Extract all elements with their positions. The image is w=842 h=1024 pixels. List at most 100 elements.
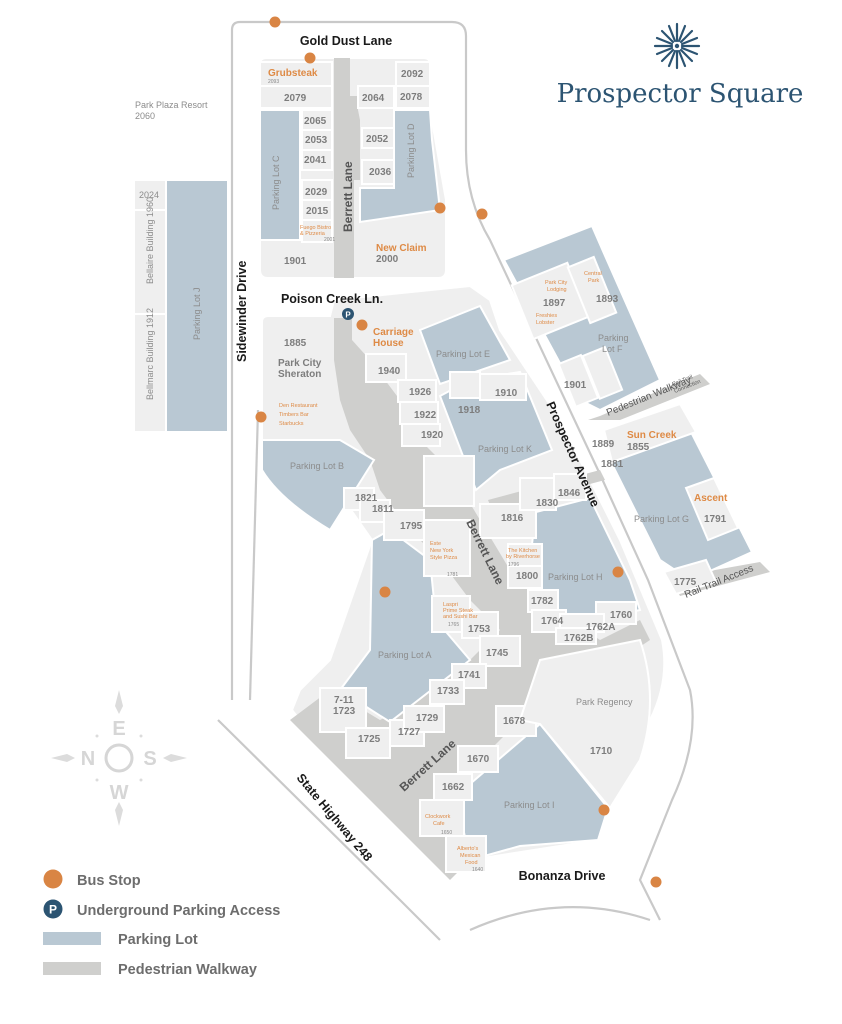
unit-1753: 1753 bbox=[468, 624, 491, 635]
parking-p-icon[interactable] bbox=[342, 308, 354, 320]
parking-lot-j bbox=[165, 179, 229, 433]
unit-1762a: 1762A bbox=[586, 622, 615, 633]
unit-1846: 1846 bbox=[558, 488, 581, 499]
legend-underground: P Underground Parking Access bbox=[43, 899, 280, 919]
sheraton-label-1: Park City bbox=[278, 358, 322, 369]
este-label-1: Este bbox=[430, 541, 441, 547]
laspri-label-1: Laspri bbox=[443, 602, 458, 608]
unit-1800: 1800 bbox=[516, 571, 539, 582]
compass-west: W bbox=[110, 782, 129, 804]
bus-stop-icon[interactable] bbox=[434, 202, 446, 214]
underground-parking-marker[interactable]: P bbox=[342, 308, 354, 320]
east-block bbox=[502, 224, 754, 596]
central-park-label-2: Park bbox=[588, 278, 600, 284]
unit-1821: 1821 bbox=[355, 493, 378, 504]
compass-icon bbox=[51, 690, 187, 826]
compass-east: E bbox=[112, 718, 125, 740]
unit-1889: 1889 bbox=[592, 439, 615, 450]
laspri-number: 1765 bbox=[448, 622, 459, 628]
unit-2041: 2041 bbox=[304, 155, 327, 166]
new-claim-number: 2000 bbox=[376, 254, 399, 265]
parking-lot-swatch bbox=[43, 932, 101, 945]
bus-stop-icon[interactable] bbox=[612, 566, 624, 578]
legend-bus-stop-label: Bus Stop bbox=[77, 873, 141, 889]
freshies-label-1: Freshies bbox=[536, 313, 557, 319]
bus-stops bbox=[255, 16, 662, 888]
unit-2065: 2065 bbox=[304, 116, 327, 127]
carriage-house-label-2: House bbox=[373, 338, 404, 349]
west-labels: Park Plaza Resort 2060 2024 Bellaire Bui… bbox=[135, 100, 208, 400]
unit-1733: 1733 bbox=[437, 686, 460, 697]
compass-north: N bbox=[81, 748, 95, 770]
albertos-label-2: Mexican bbox=[460, 853, 480, 859]
central-block bbox=[261, 284, 770, 880]
parking-p-icon bbox=[43, 899, 63, 919]
unit-2053: 2053 bbox=[305, 135, 328, 146]
sheraton-label-2: Sheraton bbox=[278, 369, 321, 380]
unit-1760: 1760 bbox=[610, 610, 633, 621]
bus-stop-icon[interactable] bbox=[356, 319, 368, 331]
unit-2052: 2052 bbox=[366, 134, 389, 145]
parking-lot-b-label: Parking Lot B bbox=[290, 461, 344, 471]
unit-1922: 1922 bbox=[414, 410, 437, 421]
kitchen-label-2: by Riverhorse bbox=[506, 554, 540, 560]
este-label-3: Style Pizza bbox=[430, 555, 458, 561]
unit-1670: 1670 bbox=[467, 754, 490, 765]
parking-lot-k-label: Parking Lot K bbox=[478, 444, 532, 454]
legend-parking-lot: Parking Lot bbox=[43, 932, 198, 948]
parking-lot-c-label: Parking Lot C bbox=[271, 155, 281, 210]
road-outlines bbox=[217, 20, 694, 941]
bus-stop-icon[interactable] bbox=[598, 804, 610, 816]
pc-lodging-label-2: Lodging bbox=[547, 287, 567, 293]
gold-dust-lane-label: Gold Dust Lane bbox=[300, 34, 392, 48]
parking-lot-d bbox=[359, 109, 442, 224]
seven-eleven-label: 7-11 bbox=[334, 695, 354, 706]
unit-2078: 2078 bbox=[400, 92, 423, 103]
laspri-label-2: Prime Steak bbox=[443, 608, 473, 614]
unit-2064: 2064 bbox=[362, 93, 385, 104]
unit-1830: 1830 bbox=[536, 498, 559, 509]
unit-1893: 1893 bbox=[596, 294, 619, 305]
parking-lot-d-label: Parking Lot D bbox=[406, 123, 416, 178]
den-restaurant-label: Den Restaurant bbox=[279, 403, 318, 409]
park-plaza-number: 2060 bbox=[135, 111, 155, 121]
unit-1795: 1795 bbox=[400, 521, 423, 532]
legend-walkway-label: Pedestrian Walkway bbox=[118, 962, 257, 978]
new-claim-label: New Claim bbox=[376, 243, 427, 254]
laspri-label-3: and Sushi Bar bbox=[443, 614, 478, 620]
unit-1764: 1764 bbox=[541, 616, 564, 627]
unit-1791: 1791 bbox=[704, 514, 727, 525]
unit-1855: 1855 bbox=[627, 442, 650, 453]
parking-lot-e bbox=[418, 304, 512, 386]
parking-lot-f-label-2: Lot F bbox=[602, 344, 623, 354]
parking-p-glyph: P bbox=[345, 311, 351, 320]
albertos-label-3: Food bbox=[465, 860, 478, 866]
bus-stop-icon[interactable] bbox=[379, 586, 391, 598]
unit-1901-east: 1901 bbox=[564, 380, 587, 391]
kitchen-label-1: The Kitchen bbox=[508, 548, 537, 554]
poison-creek-label: Poison Creek Ln. bbox=[281, 292, 383, 306]
legend: Bus Stop P Underground Parking Access Pa… bbox=[43, 869, 280, 978]
bus-stop-icon[interactable] bbox=[476, 208, 488, 220]
unit-1940: 1940 bbox=[378, 366, 401, 377]
pc-lodging-label-1: Park City bbox=[545, 280, 568, 286]
bus-stop-icon[interactable] bbox=[304, 52, 316, 64]
clockwork-label-2: Cafe bbox=[433, 821, 445, 827]
sidewinder-drive-label: Sidewinder Drive bbox=[235, 261, 249, 362]
unit-2024: 2024 bbox=[139, 190, 159, 200]
unit-1729: 1729 bbox=[416, 713, 439, 724]
ascent-label: Ascent bbox=[694, 493, 728, 504]
central-park-label-1: Central bbox=[584, 271, 602, 277]
brand-title: Prospector Square bbox=[557, 79, 804, 109]
unit-2029: 2029 bbox=[305, 187, 328, 198]
walkway-swatch bbox=[43, 962, 101, 975]
north-block bbox=[259, 57, 447, 279]
grubsteak-number: 2093 bbox=[268, 79, 279, 85]
berrett-lane-north-label: Berrett Lane bbox=[341, 161, 355, 232]
bus-stop-icon[interactable] bbox=[650, 876, 662, 888]
bus-stop-icon[interactable] bbox=[255, 411, 267, 423]
albertos-number: 1640 bbox=[472, 867, 483, 873]
bus-stop-icon[interactable] bbox=[269, 16, 281, 28]
unit-2092: 2092 bbox=[401, 69, 424, 80]
